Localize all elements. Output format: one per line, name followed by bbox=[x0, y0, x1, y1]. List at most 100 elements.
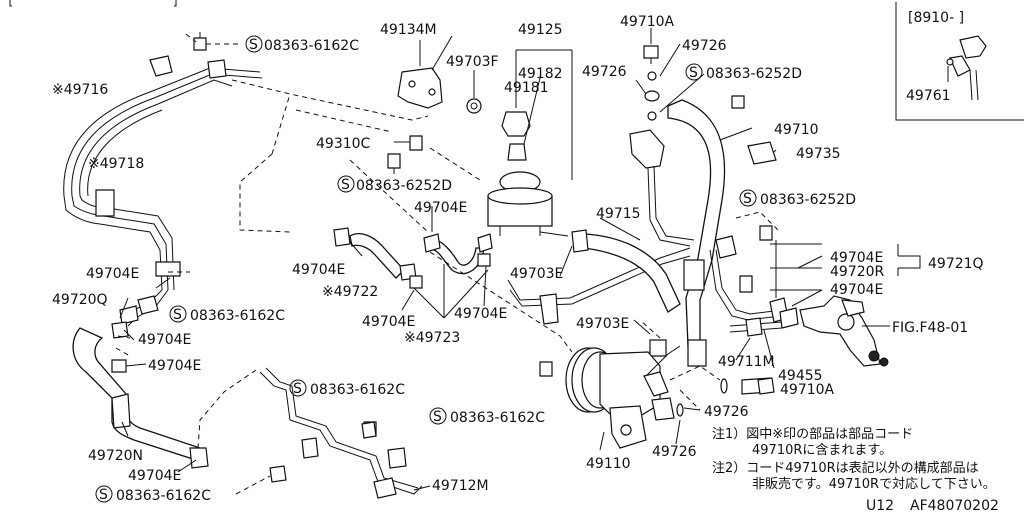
inset-box: [8910- ] 49761 bbox=[895, 2, 1024, 121]
part-label-49455: 49455 bbox=[778, 368, 823, 384]
bolt-b3-drawing bbox=[731, 95, 745, 109]
bolt-callout-b2: S 08363-6252D bbox=[337, 175, 452, 194]
hose-49710 bbox=[667, 99, 726, 367]
s-mark: S bbox=[341, 177, 350, 193]
part-label-49718: ※49718 bbox=[88, 156, 144, 172]
valve-fitting-drawing bbox=[629, 129, 695, 247]
part-label-49761: 49761 bbox=[906, 88, 951, 104]
bolt-b1-drawing bbox=[185, 32, 238, 51]
s-mark: S bbox=[743, 191, 752, 207]
part-label-49310c: 49310C bbox=[316, 136, 371, 152]
part-label-49704e-right2: 49704E bbox=[830, 282, 883, 298]
part-label-49710: 49710 bbox=[774, 122, 819, 138]
header-frame bbox=[9, 0, 177, 7]
part-label-49726-bottom2: 49726 bbox=[652, 444, 697, 460]
s-mark: S bbox=[99, 487, 108, 503]
steering-gear-housing bbox=[799, 295, 889, 367]
part-label-49710a-top: 49710A bbox=[620, 14, 675, 30]
fig-ref-label: FIG.F48-01 bbox=[892, 320, 968, 336]
bolt-b4-drawing bbox=[759, 225, 773, 241]
part-label-49704e-right1: 49704E bbox=[830, 250, 883, 266]
part-label-49726-mid: 49726 bbox=[582, 64, 627, 80]
bolt-label-b2: 08363-6252D bbox=[356, 178, 452, 194]
bolt-label-b8: 08363-6162C bbox=[116, 488, 211, 504]
inset-part-drawing bbox=[946, 35, 987, 101]
part-label-49704e-left2: 49704E bbox=[362, 314, 415, 330]
bolt-label-b6: 08363-6162C bbox=[310, 382, 405, 398]
part-label-49723: ※49723 bbox=[404, 330, 460, 346]
return-hose-49720n bbox=[72, 321, 209, 469]
part-label-49703e-b: 49703E bbox=[576, 316, 629, 332]
bracket-49134m bbox=[397, 40, 443, 109]
hose-49722 bbox=[333, 227, 417, 281]
note-2-line-1: 注2）コード49710Rは表記以外の構成部品は bbox=[712, 460, 979, 476]
bolt-b7-drawing bbox=[361, 421, 377, 439]
inset-date-label: [8910- ] bbox=[908, 10, 964, 26]
hose-49720r bbox=[709, 235, 799, 329]
part-label-49720q: 49720Q bbox=[52, 292, 108, 308]
s-mark: S bbox=[293, 381, 302, 397]
part-label-49704e-left3: 49704E bbox=[148, 358, 201, 374]
part-label-49720r: 49720R bbox=[830, 264, 885, 280]
bolt-label-b5: 08363-6162C bbox=[190, 308, 285, 324]
bolt-callout-b6: S 08363-6162C bbox=[289, 379, 405, 398]
fitting-49710a-top bbox=[643, 28, 660, 121]
bolt-label-b4: 08363-6252D bbox=[760, 192, 856, 208]
bolt-b2-drawing bbox=[387, 153, 401, 174]
bolt-b6-drawing bbox=[539, 361, 553, 377]
bolt-callout-b1: S 08363-6162C bbox=[245, 35, 359, 54]
part-label-49726-top: 49726 bbox=[682, 38, 727, 54]
s-mark: S bbox=[433, 409, 442, 425]
part-label-49716: ※49716 bbox=[52, 82, 108, 98]
bolt-49310c-drawing bbox=[409, 135, 423, 151]
part-label-49721q: 49721Q bbox=[928, 256, 984, 272]
bolt-label-b7: 08363-6162C bbox=[450, 410, 545, 426]
part-label-49704e-left1: 49704E bbox=[86, 266, 139, 282]
part-label-49710a-bottom: 49710A bbox=[780, 382, 835, 398]
s-mark: S bbox=[689, 65, 698, 81]
bolt-callout-b4: S 08363-6252D bbox=[739, 189, 856, 208]
pump-49110 bbox=[565, 345, 681, 449]
clamp-49703f bbox=[466, 70, 482, 114]
note-1-line-2: 49710Rに含まれます。 bbox=[752, 442, 892, 458]
part-label-49703f: 49703F bbox=[446, 54, 499, 70]
part-label-49704e-a: 49704E bbox=[414, 200, 467, 216]
bolt-callout-b5: S 08363-6162C bbox=[169, 305, 285, 324]
bolt-callout-b3: S 08363-6252D bbox=[685, 63, 802, 82]
part-label-49726-bottom1: 49726 bbox=[704, 404, 749, 420]
return-line-49712m bbox=[259, 367, 423, 499]
part-label-49712m: 49712M bbox=[432, 478, 489, 494]
figure-code: AF48070202 bbox=[910, 498, 999, 512]
part-label-49134m: 49134M bbox=[380, 22, 437, 38]
bolt-label-b3: 08363-6252D bbox=[706, 66, 802, 82]
model-code: U12 bbox=[866, 498, 894, 512]
part-label-49722: ※49722 bbox=[322, 284, 378, 300]
part-label-49720n: 49720N bbox=[88, 448, 143, 464]
part-label-49703e-a: 49703E bbox=[510, 266, 563, 282]
part-label-49704e-mid1: 49704E bbox=[292, 262, 345, 278]
part-label-49711m: 49711M bbox=[718, 354, 775, 370]
part-label-49182: 49182 bbox=[518, 66, 563, 82]
fitting-49710a-bottom bbox=[720, 377, 775, 395]
note-1-line-1: 注1）図中※印の部品は部品コード bbox=[712, 427, 913, 442]
part-label-49735: 49735 bbox=[796, 146, 841, 162]
part-label-49181: 49181 bbox=[504, 80, 549, 96]
pipe-49703e bbox=[507, 247, 691, 325]
bolt-callout-b8: S 08363-6162C bbox=[95, 485, 211, 504]
part-label-49704e-left4: 49704E bbox=[128, 468, 181, 484]
part-label-49704e-mid3: 49704E bbox=[138, 332, 191, 348]
part-label-49704e-mid2: 49704E bbox=[454, 306, 507, 322]
reservoir-tank-49125 bbox=[487, 171, 569, 237]
hose-49723 bbox=[423, 233, 493, 275]
clip-49704e-drawings bbox=[409, 253, 491, 289]
grommet-49735 bbox=[747, 141, 777, 165]
bolt-label-b1: 08363-6162C bbox=[264, 38, 359, 54]
note-2-line-2: 非販売です。49710Rで対応して下さい。 bbox=[752, 476, 996, 492]
hose-49715 bbox=[571, 229, 681, 357]
part-label-49125: 49125 bbox=[518, 22, 563, 38]
part-label-49715: 49715 bbox=[596, 206, 641, 222]
pipe-49711m bbox=[729, 317, 783, 337]
bolt-callout-b7: S 08363-6162C bbox=[429, 407, 545, 426]
washer-49726-drawing bbox=[676, 403, 684, 417]
